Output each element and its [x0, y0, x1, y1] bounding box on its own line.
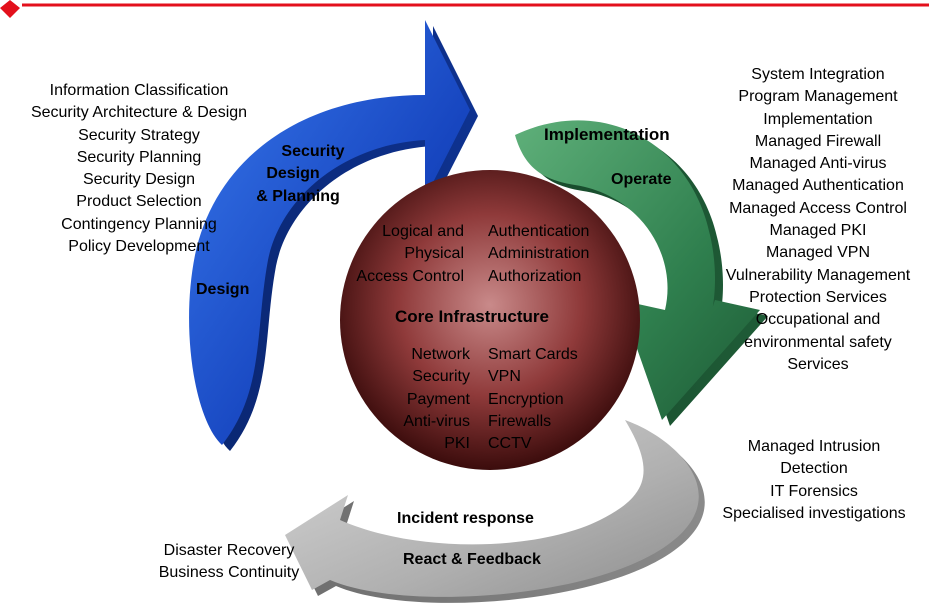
core-item: Firewalls [488, 412, 552, 430]
design-title-line: Design [266, 165, 320, 183]
list-item: Detection [780, 460, 848, 478]
list-item: Security Architecture & Design [30, 104, 248, 122]
core-item: Payment [406, 390, 470, 408]
list-item: Implementation [763, 110, 873, 128]
core-top-right: Authentication Administration Authorizat… [488, 221, 618, 288]
list-item: Managed PKI [769, 222, 867, 240]
list-item: Managed Authentication [732, 177, 904, 195]
header-diamond-icon [0, 0, 20, 18]
core-item: Smart Cards [488, 346, 578, 363]
incident-arrow [285, 420, 705, 603]
incident-phase-label: React & Feedback [403, 551, 541, 568]
incident-items-right: Managed Intrusion Detection IT Forensics… [704, 436, 924, 525]
list-item: Security Planning [76, 148, 202, 166]
list-item: IT Forensics [770, 482, 858, 500]
incident-title: Incident response [397, 510, 534, 527]
core-top-left: Logical and Physical Access Control [338, 221, 464, 288]
implementation-arrow [515, 120, 768, 427]
list-item: Business Continuity [158, 564, 300, 582]
implementation-title: Implementation [544, 125, 670, 144]
implementation-items-list: System Integration Program Management Im… [708, 64, 928, 376]
list-item: Disaster Recovery [163, 542, 295, 559]
design-arrow [189, 20, 478, 451]
list-item: Program Management [738, 88, 898, 106]
core-bottom-left: Network Security Payment Anti-virus PKI [370, 344, 470, 455]
core-item: Logical and [382, 223, 464, 240]
list-item: Security Design [82, 171, 196, 189]
core-item: VPN [488, 368, 521, 386]
core-item: Anti-virus [403, 412, 470, 430]
list-item: Services [787, 355, 849, 373]
core-item: Administration [488, 245, 590, 263]
core-title: Core Infrastructure [395, 307, 549, 326]
list-item: Vulnerability Management [725, 266, 911, 284]
design-title-line: Security [281, 143, 345, 160]
core-item: PKI [444, 435, 470, 453]
incident-items-left: Disaster Recovery Business Continuity [144, 540, 314, 585]
list-item: Managed Access Control [729, 199, 907, 217]
implementation-phase-label: Operate [611, 171, 672, 188]
core-item: CCTV [488, 435, 532, 453]
list-item: Contingency Planning [61, 215, 217, 233]
core-item: Authentication [488, 223, 590, 240]
design-items-list: Information Classification Security Arch… [4, 80, 274, 258]
list-item: Occupational and [755, 311, 881, 329]
design-title: Security Design & Planning [228, 141, 398, 208]
list-item: Product Selection [76, 193, 202, 211]
core-item: Access Control [356, 267, 464, 285]
core-item: Security [412, 368, 470, 386]
core-item: Authorization [488, 267, 582, 285]
core-item: Network [411, 346, 470, 363]
list-item: Information Classification [49, 82, 229, 99]
list-item: Managed Intrusion [747, 438, 881, 455]
list-item: Managed VPN [765, 244, 871, 262]
core-item: Physical [404, 245, 464, 263]
core-item: Encryption [488, 390, 564, 408]
list-item: environmental safety [744, 333, 892, 351]
design-title-line: & Planning [256, 187, 340, 205]
list-item: Specialised investigations [722, 504, 906, 522]
list-item: Managed Firewall [754, 132, 882, 150]
list-item: Security Strategy [78, 126, 200, 144]
core-sphere [340, 170, 640, 470]
list-item: Managed Anti-virus [749, 155, 887, 173]
list-item: Protection Services [749, 288, 887, 306]
design-phase-label: Design [196, 281, 250, 298]
core-bottom-right: Smart Cards VPN Encryption Firewalls CCT… [488, 344, 608, 455]
list-item: Policy Development [68, 238, 210, 256]
list-item: System Integration [751, 66, 885, 83]
